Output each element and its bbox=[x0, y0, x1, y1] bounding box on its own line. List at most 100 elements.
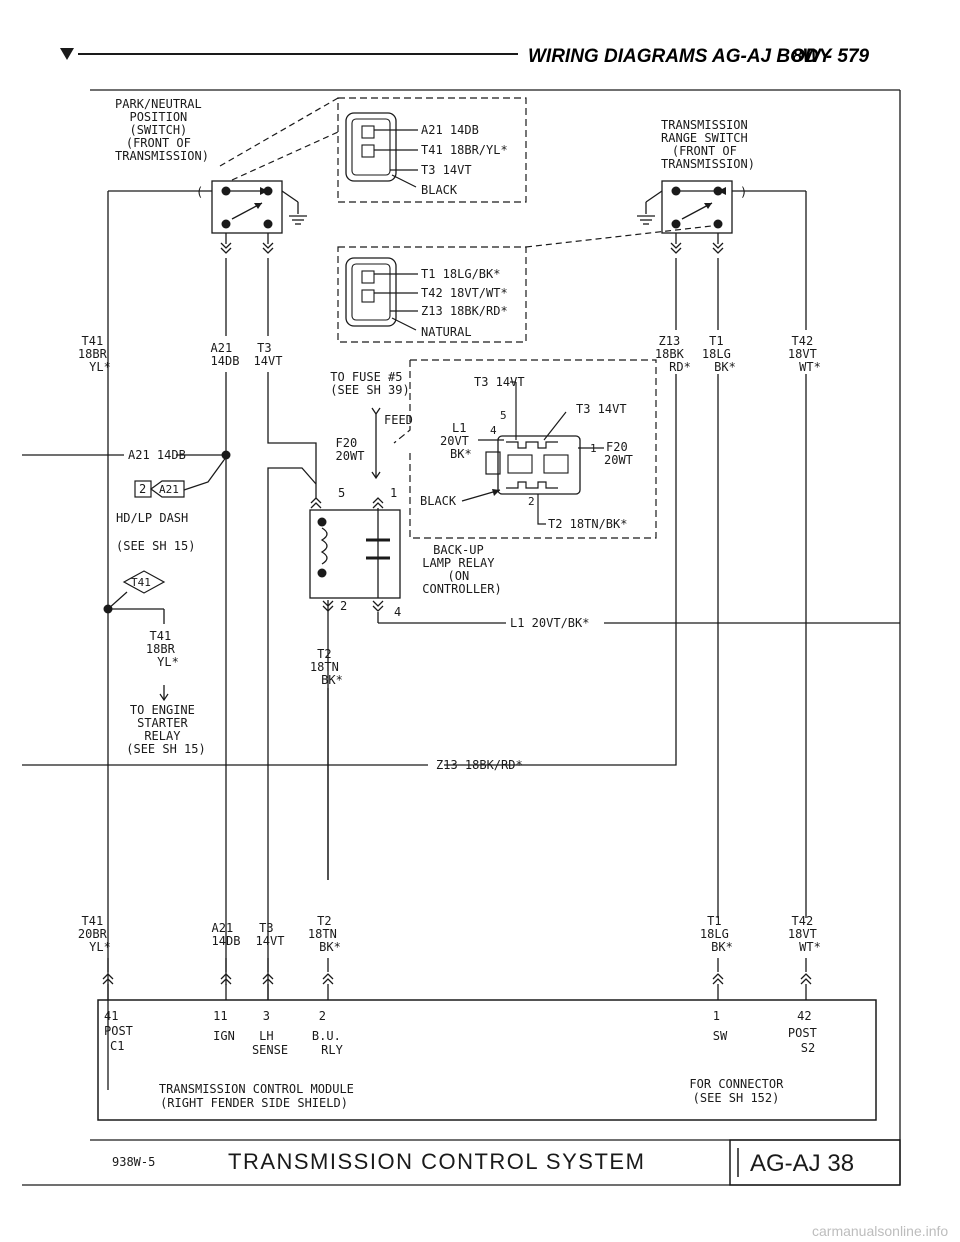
tcm-box: 41 POST C1 11 IGN 3 LH SENSE 2 B.U. RLY … bbox=[97, 999, 877, 1121]
w-z13-u3: RD* bbox=[669, 360, 691, 374]
tcm-label-1: TRANSMISSION CONTROL MODULE bbox=[159, 1082, 354, 1096]
relay-pin-2: 2 bbox=[340, 599, 347, 613]
relay-label-2: LAMP RELAY bbox=[422, 556, 495, 570]
splice-t41: T41 bbox=[103, 570, 169, 702]
relay-pin-1: 1 bbox=[390, 486, 397, 500]
w-a21-u1: A21 bbox=[211, 341, 233, 355]
w-t2-l1: T2 bbox=[317, 914, 331, 928]
cm-label-2: T42 18VT/WT* bbox=[421, 286, 508, 300]
rs-label-3: (FRONT OF bbox=[672, 144, 737, 158]
w-t1-l3: BK* bbox=[711, 940, 733, 954]
rs-label-4: TRANSMISSION) bbox=[661, 157, 755, 171]
rc-l1-1: L1 bbox=[452, 421, 466, 435]
ct-label-2: T41 18BR/YL* bbox=[421, 143, 508, 157]
svg-text:Z13 18BK RD*: Z13 18BK RD* bbox=[655, 334, 691, 374]
w-t3-l1: T3 bbox=[259, 921, 273, 935]
w-t2-m1: T2 bbox=[317, 647, 331, 661]
w-t2-l3: BK* bbox=[319, 940, 341, 954]
svg-text:T1 18LG BK*: T1 18LG BK* bbox=[702, 334, 738, 374]
pin-41-b: C1 bbox=[110, 1039, 124, 1053]
w-t42-l2: 18VT bbox=[788, 927, 817, 941]
f20-left-2: 20WT bbox=[336, 449, 365, 463]
w-t3-u2: 14VT bbox=[254, 354, 283, 368]
w-t41-l2: 20BR bbox=[78, 927, 108, 941]
svg-text:T41 18BR YL*: T41 18BR YL* bbox=[78, 334, 114, 374]
w-t2-l2: 18TN bbox=[308, 927, 337, 941]
page-header: WIRING DIAGRAMS AG-AJ BODY 8W - 579 bbox=[60, 46, 870, 67]
rs-switch-box bbox=[661, 180, 733, 234]
rs-label-2: RANGE SWITCH bbox=[661, 131, 748, 145]
splice-a21-dot bbox=[221, 450, 231, 460]
connector-mid-icon bbox=[345, 257, 397, 327]
watermark: carmanualsonline.info bbox=[812, 1223, 948, 1239]
svg-text:T42 18VT WT*: T42 18VT WT* bbox=[788, 914, 824, 954]
relay-pin-5: 5 bbox=[338, 486, 345, 500]
pn-label-4: (FRONT OF bbox=[126, 136, 191, 150]
footer-title: TRANSMISSION CONTROL SYSTEM bbox=[228, 1149, 645, 1174]
rc-t2: T2 18TN/BK* bbox=[548, 517, 627, 531]
rc-pin-2: 2 bbox=[528, 495, 535, 508]
svg-text:TO ENGINE STARTER RELA: TO ENGINE STARTER RELAY (SEE SH 15) bbox=[126, 703, 205, 756]
relay-connector-icon bbox=[497, 435, 581, 495]
rc-t3-top: T3 14VT bbox=[474, 375, 525, 389]
svg-text:T41 20BR YL*: T41 20BR YL* bbox=[78, 914, 114, 954]
w-a21-u2: 14DB bbox=[211, 354, 240, 368]
rs-dashed-leader bbox=[525, 224, 721, 248]
svg-text:T1 18LG BK*: T1 18LG BK* bbox=[700, 914, 736, 954]
w-z13: Z13 18BK/RD* bbox=[436, 758, 523, 772]
pin-41-a: POST bbox=[104, 1024, 133, 1038]
svg-text:T2 18TN BK*: T2 18TN BK* bbox=[308, 914, 344, 954]
w-t42-u3: WT* bbox=[799, 360, 821, 374]
svg-text:L1 20VT BK*: L1 20VT BK* bbox=[440, 421, 476, 461]
page-footer: 938W-5 TRANSMISSION CONTROL SYSTEM AG-AJ… bbox=[112, 1139, 901, 1186]
header-title: WIRING DIAGRAMS AG-AJ BODY bbox=[528, 46, 834, 67]
w-t41-m2: 18BR bbox=[146, 642, 176, 656]
starter-label-3: RELAY bbox=[144, 729, 181, 743]
svg-text:TO FUSE #5 (SEE SH 39): TO FUSE #5 (SEE SH 39) bbox=[330, 370, 409, 397]
rc-black: BLACK bbox=[420, 494, 457, 508]
pin-42-num: 42 bbox=[797, 1009, 811, 1023]
svg-text:A21: A21 bbox=[159, 483, 179, 496]
pin-1-a: SW bbox=[713, 1029, 728, 1043]
svg-text:A21 14DB: A21 14DB bbox=[212, 921, 241, 948]
pin-2-a: B.U. bbox=[312, 1029, 341, 1043]
footer-box bbox=[729, 1139, 901, 1186]
hdlp-label-2: (SEE SH 15) bbox=[116, 539, 195, 553]
rc-pin-5: 5 bbox=[500, 409, 507, 422]
relay-pin-4: 4 bbox=[394, 605, 401, 619]
svg-text:1 SW: 1 SW bbox=[713, 1009, 728, 1043]
w-t42-u1: T42 bbox=[792, 334, 814, 348]
tcm-label-2: (RIGHT FENDER SIDE SHIELD) bbox=[160, 1096, 348, 1110]
pn-label-2: POSITION bbox=[129, 110, 187, 124]
connector-top: A21 14DB T41 18BR/YL* T3 14VT BLACK bbox=[337, 97, 527, 203]
ct-label-4: BLACK bbox=[421, 183, 458, 197]
w-t41-l1: T41 bbox=[82, 914, 104, 928]
rs-label-1: TRANSMISSION bbox=[661, 118, 748, 132]
svg-text:11 IGN: 11 IGN bbox=[213, 1009, 235, 1043]
w-a21-l2: 14DB bbox=[212, 934, 241, 948]
cm-label-4: NATURAL bbox=[421, 325, 472, 339]
rc-pin-4: 4 bbox=[490, 424, 497, 437]
svg-text:HD/LP DASH (SEE SH 15): HD/LP DASH (SEE SH 15) bbox=[116, 511, 195, 553]
svg-text:3 LH SENSE: 3 LH SENSE bbox=[252, 1009, 288, 1057]
w-t41-m1: T41 bbox=[150, 629, 172, 643]
w-t41-m3: YL* bbox=[157, 655, 179, 669]
for-conn-2: (SEE SH 152) bbox=[693, 1091, 780, 1105]
rc-l1-2: 20VT bbox=[440, 434, 469, 448]
svg-text:T41 18BR YL*: T41 18BR YL* bbox=[146, 629, 182, 669]
relay-connector: T3 14VT T3 14VT L1 20VT BK* 5 4 1 2 F20 … bbox=[393, 359, 657, 539]
svg-text:T2 18TN BK*: T2 18TN BK* bbox=[310, 647, 346, 687]
svg-text:A21 14DB: A21 14DB bbox=[211, 341, 240, 368]
footer-code: 938W-5 bbox=[112, 1155, 155, 1169]
svg-text:): ) bbox=[740, 185, 747, 199]
pin-11-a: IGN bbox=[213, 1029, 235, 1043]
pin-2-num: 2 bbox=[319, 1009, 326, 1023]
park-neutral-switch: PARK/NEUTRAL POSITION (SWITCH) (FRONT OF… bbox=[107, 97, 308, 1090]
w-t2-m3: BK* bbox=[321, 673, 343, 687]
rc-t3-right: T3 14VT bbox=[576, 402, 627, 416]
w-t3-u1: T3 bbox=[257, 341, 271, 355]
svg-text:T41: T41 bbox=[131, 576, 151, 589]
pn-label-3: (SWITCH) bbox=[129, 123, 187, 137]
w-t3-l2: 14VT bbox=[256, 934, 285, 948]
svg-text:2 B.U. RLY: 2 B.U. RLY bbox=[312, 1009, 348, 1057]
